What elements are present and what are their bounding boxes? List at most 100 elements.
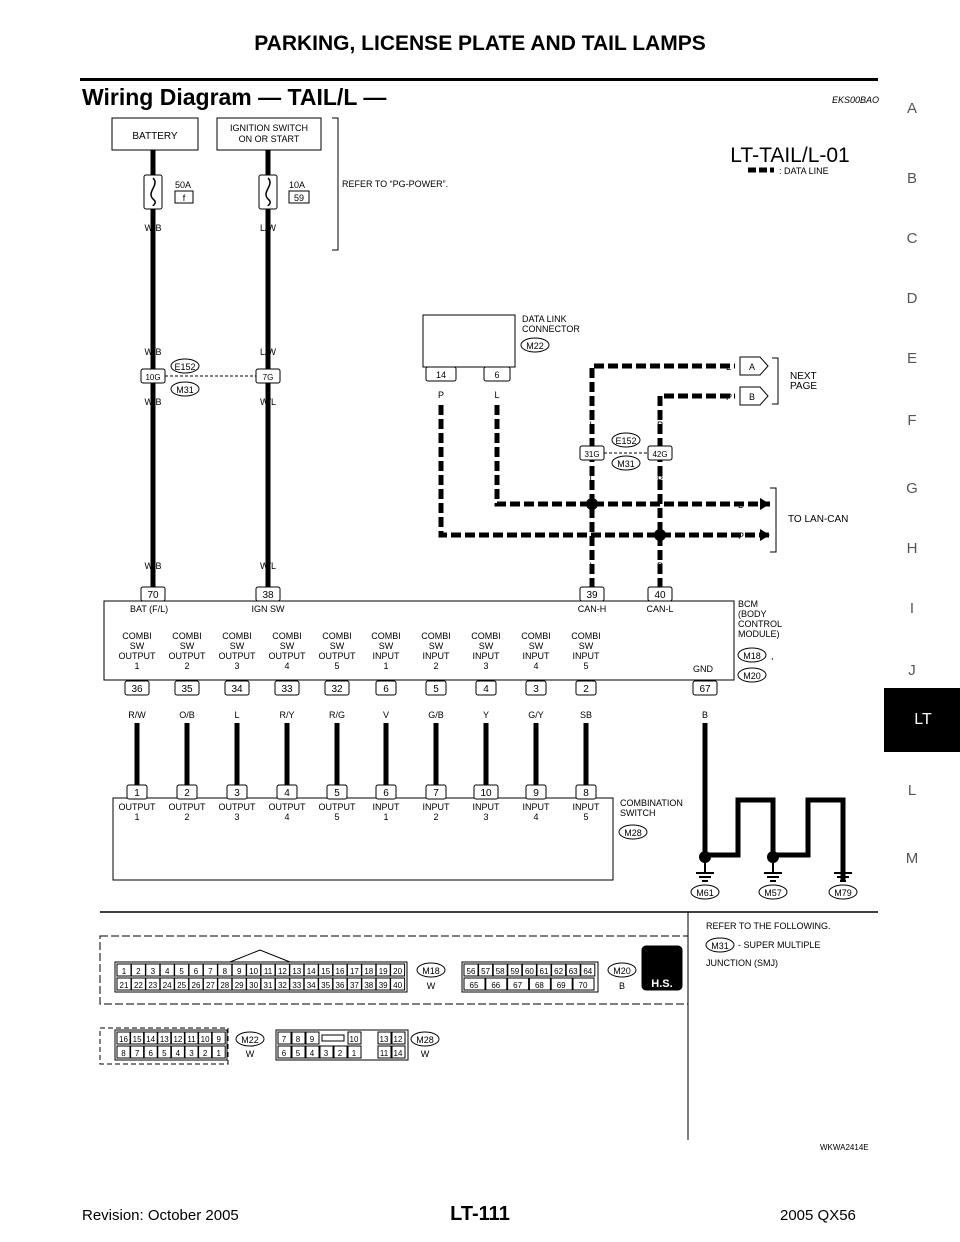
bcm-top-pin-40-box bbox=[647, 586, 673, 602]
m20-cavity bbox=[492, 963, 508, 977]
bcm-terminal-name: SW bbox=[330, 641, 345, 651]
smj-ref-text: - SUPER MULTIPLE bbox=[738, 940, 820, 950]
m22-cavity bbox=[143, 1031, 158, 1045]
side-index-e[interactable]: E bbox=[906, 350, 917, 367]
side-index-f[interactable]: F bbox=[907, 412, 917, 429]
bcm-terminal-name: COMBI bbox=[122, 631, 152, 641]
combi-pin-6: 6 bbox=[383, 788, 389, 799]
m18-pin-15: 15 bbox=[321, 967, 330, 976]
can-wire-l-2: L bbox=[589, 474, 594, 484]
bcm-can-h-label: CAN-H bbox=[578, 604, 607, 614]
dlc-box bbox=[422, 314, 516, 368]
combi-pin-3: 3 bbox=[234, 788, 240, 799]
dlc-pin-6-box bbox=[483, 366, 511, 382]
combi-pin-7-box bbox=[425, 784, 447, 800]
m20-pin-62: 62 bbox=[554, 967, 563, 976]
wire-label-wl: W/L bbox=[260, 397, 276, 407]
m18-pin-18: 18 bbox=[364, 967, 373, 976]
combination-switch-box bbox=[112, 797, 614, 881]
m18-pin-14: 14 bbox=[307, 967, 316, 976]
ignition-switch-label: IGNITION SWITCH bbox=[230, 123, 308, 133]
side-index-j[interactable]: J bbox=[908, 662, 916, 679]
m22-pin-4: 4 bbox=[176, 1049, 181, 1058]
fuse-10a-rating: 10A bbox=[289, 180, 305, 190]
bcm-terminal-name: OUTPUT bbox=[119, 651, 157, 661]
m18-cavity bbox=[390, 963, 406, 977]
wire-label-lw-2: L/W bbox=[260, 347, 277, 357]
combi-terminal-name: OUTPUT bbox=[219, 802, 257, 812]
lan-can-bracket bbox=[770, 487, 777, 553]
bcm-top-pin-39: 39 bbox=[586, 590, 598, 601]
ground-wire-4: B bbox=[805, 824, 811, 834]
m18-pin-27: 27 bbox=[206, 981, 215, 990]
m22-cavity bbox=[157, 1045, 172, 1059]
side-index-l[interactable]: L bbox=[907, 782, 917, 799]
m20-cavity bbox=[463, 963, 479, 977]
side-index-lt[interactable]: LT bbox=[884, 688, 960, 752]
side-index-b[interactable]: B bbox=[906, 170, 917, 187]
wire-label-lw: L/W bbox=[260, 223, 277, 233]
refer-bracket bbox=[332, 117, 339, 251]
combi-terminal-name: INPUT bbox=[473, 802, 501, 812]
bcm-pin-5: 5 bbox=[433, 684, 439, 695]
m18-pin-4: 4 bbox=[165, 967, 170, 976]
bcm-terminal-name: 1 bbox=[383, 661, 388, 671]
m18-pin-28: 28 bbox=[220, 981, 229, 990]
m28-view-tag-tag bbox=[410, 1031, 440, 1047]
wire-label-wb-2: W/B bbox=[145, 347, 162, 357]
m18-pin-8: 8 bbox=[223, 967, 228, 976]
ground-tag-M79: M79 bbox=[834, 888, 852, 898]
combi-pin-10: 10 bbox=[480, 788, 492, 799]
fuse-10a-number-box bbox=[288, 190, 310, 204]
legend-label: : DATA LINE bbox=[779, 166, 829, 176]
next-page-label: NEXT bbox=[790, 371, 817, 382]
bcm-terminal-name: INPUT bbox=[373, 651, 401, 661]
combi-pin-8: 8 bbox=[583, 788, 589, 799]
m18-pin-36: 36 bbox=[336, 981, 345, 990]
smj-m31-tag-tag bbox=[170, 381, 200, 397]
side-index-h[interactable]: H bbox=[906, 540, 918, 557]
bcm-top-pin-70: 70 bbox=[147, 590, 159, 601]
bcm-terminal-name: SW bbox=[429, 641, 444, 651]
m20-view-tag: M20 bbox=[613, 966, 631, 976]
combi-pin-8-box bbox=[575, 784, 597, 800]
bcm-comma: , bbox=[771, 651, 774, 661]
side-index-g[interactable]: G bbox=[906, 480, 918, 497]
m20-pin-68: 68 bbox=[535, 981, 544, 990]
m18-cavity bbox=[390, 977, 406, 991]
bcm-pin-4-box bbox=[475, 680, 497, 696]
m20-cavity bbox=[485, 977, 508, 991]
bcm-gnd-pin: 67 bbox=[699, 684, 711, 695]
footer-revision: Revision: October 2005 bbox=[82, 1207, 239, 1224]
m22-cavity bbox=[130, 1031, 145, 1045]
ground-wire-5: B bbox=[840, 824, 846, 834]
m28-pin-13: 13 bbox=[380, 1035, 389, 1044]
smj-m31-tag: M31 bbox=[176, 385, 194, 395]
next-page-wire-l: L bbox=[726, 362, 731, 372]
side-index-m[interactable]: M bbox=[905, 850, 919, 867]
side-index-a[interactable]: A bbox=[906, 100, 917, 117]
m22-view-tag: M22 bbox=[241, 1035, 259, 1045]
side-index-c[interactable]: C bbox=[906, 230, 918, 247]
m28-cavity bbox=[319, 1045, 334, 1059]
m18-connector-lock bbox=[229, 949, 291, 963]
m18-pin-31: 31 bbox=[264, 981, 273, 990]
bcm-can-l-label: CAN-L bbox=[646, 604, 673, 614]
ground-tag-M79-tag bbox=[828, 884, 858, 900]
combi-terminal-name: 1 bbox=[134, 812, 139, 822]
side-index-i[interactable]: I bbox=[909, 600, 915, 617]
m20-cavity bbox=[463, 977, 486, 991]
m28-pin-11: 11 bbox=[380, 1049, 389, 1058]
fuse-10a-number: 59 bbox=[294, 193, 304, 203]
combi-terminal-name: OUTPUT bbox=[169, 802, 207, 812]
bcm-terminal-name: 2 bbox=[433, 661, 438, 671]
side-index-d[interactable]: D bbox=[906, 290, 918, 307]
fuse-50a-body bbox=[143, 174, 163, 210]
m22-cavity bbox=[116, 1031, 131, 1045]
ground-tag-M57-tag bbox=[758, 884, 788, 900]
m22-cavity bbox=[184, 1031, 199, 1045]
bcm-terminal-name: COMBI bbox=[421, 631, 451, 641]
bcm-wire-7: G/B bbox=[428, 710, 444, 720]
bcm-pin-2-box bbox=[575, 680, 597, 696]
title-rule bbox=[80, 78, 878, 81]
